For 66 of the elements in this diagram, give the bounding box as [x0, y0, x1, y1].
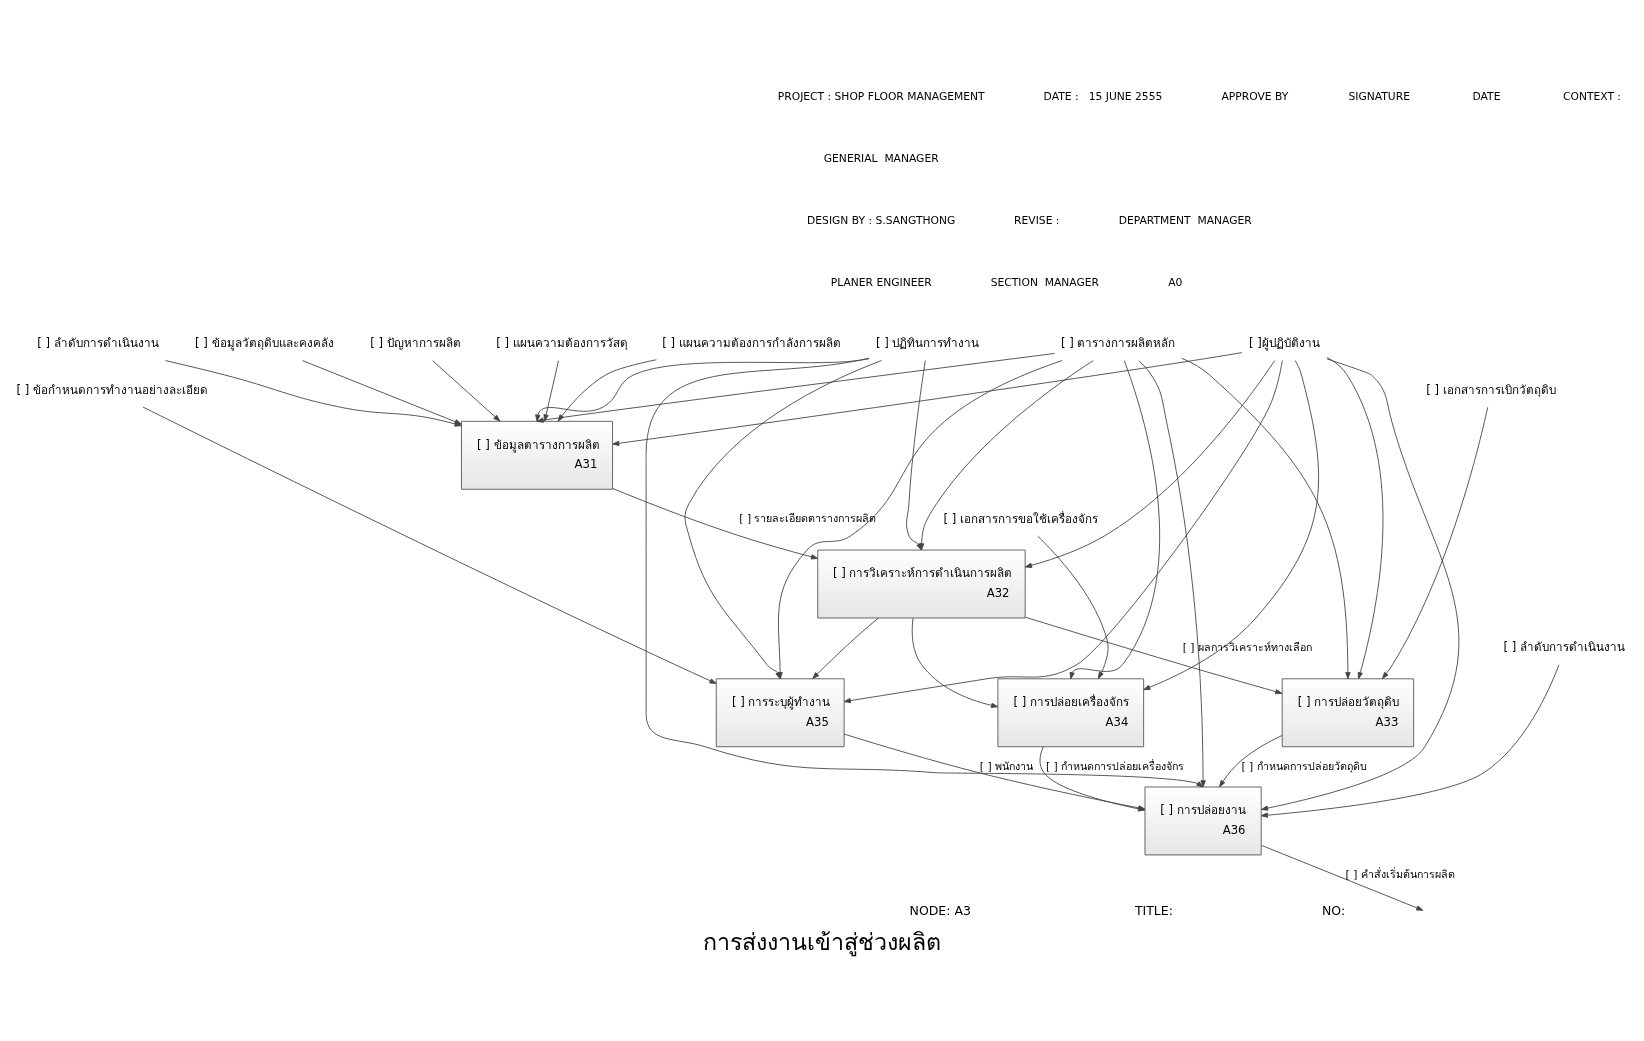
arrow — [1326, 356, 1384, 679]
arrow — [1037, 535, 1109, 679]
node-box: [ ] การระบุผู้ทำงาน A35 — [715, 677, 845, 747]
node-text: [ ] ปฏิทินการทำงาน — [875, 335, 980, 350]
arrow — [535, 357, 870, 422]
node-box: [ ] ข้อมูลตารางการผลิต A31 — [461, 420, 613, 490]
arrow — [1261, 844, 1424, 911]
node-box: [ ] การวิเคราะห์การดำเนินการผลิต A32 — [817, 549, 1026, 618]
node-text: [ ]ผู้ปฏิบัติงาน — [1249, 335, 1320, 350]
node-text: [ ] แผนความต้องการวัสดุ — [496, 335, 628, 350]
arrow — [612, 487, 819, 559]
node-text: [ ] ลำดับการดำเนินงาน — [1503, 639, 1626, 654]
arrow — [1138, 359, 1206, 787]
node-box: [ ] การปล่อยเครื่องจักร A34 — [997, 677, 1145, 747]
node-text: [ ] ข้อมูลวัตถุดิบและคงคลัง — [195, 335, 334, 350]
label: SECTION MANAGER — [990, 275, 1099, 289]
label: DATE : 15 JUNE 2555 — [1043, 89, 1163, 103]
arrow — [1025, 616, 1283, 694]
edge-label: [ ] รายละเอียดตารางการผลิต — [739, 511, 877, 525]
arrow — [432, 359, 501, 422]
arrow — [612, 351, 1243, 446]
label: NO: — [1322, 902, 1346, 918]
arrow — [1069, 359, 1160, 679]
arrow — [1260, 358, 1460, 811]
label: NODE: A3 — [909, 902, 971, 918]
node-text: [ ] ตารางการผลิตหลัก — [1060, 335, 1176, 350]
arrow — [1381, 406, 1489, 679]
node-box: [ ] การปล่อยงาน A36 — [1144, 786, 1262, 855]
label: PLANER ENGINEER — [830, 275, 932, 289]
label: GENERIAL MANAGER — [823, 151, 939, 165]
arrow — [843, 359, 1283, 703]
label: PROJECT : SHOP FLOOR MANAGEMENT — [777, 89, 985, 103]
arrow — [812, 617, 879, 679]
node-box: [ ] การปล่อยวัตถุดิบ A33 — [1281, 677, 1415, 747]
edge-label: [ ] คำสั่งเริ่มต้นการผลิต — [1345, 867, 1455, 881]
label: TITLE: — [1134, 902, 1173, 918]
arrow — [543, 359, 559, 422]
node-text: [ ] เอกสารการขอใช้เครื่องจักร — [943, 511, 1098, 526]
node-text: [ ] เอกสารการเบิกวัตถุดิบ — [1426, 382, 1556, 397]
node-text: [ ] ลำดับการดำเนินงาน — [37, 335, 159, 350]
label: CONTEXT : — [1563, 89, 1621, 103]
label: DESIGN BY : S.SANGTHONG — [807, 213, 956, 227]
arrow — [645, 357, 1204, 787]
label: A0 — [1168, 275, 1183, 289]
arrow — [911, 617, 999, 708]
node-text: [ ] ปัญหาการผลิต — [370, 335, 461, 350]
label: SIGNATURE — [1348, 89, 1410, 103]
arrow — [1143, 359, 1319, 690]
label: APPROVE BY — [1221, 89, 1289, 103]
label: DEPARTMENT MANAGER — [1118, 213, 1252, 227]
edge-label: [ ] กำหนดการปล่อยเครื่องจักร — [1045, 759, 1185, 773]
arrow — [1181, 357, 1351, 679]
node-text: [ ] ข้อกำหนดการทำงานอย่างละเอียด — [16, 382, 209, 397]
arrow — [557, 358, 657, 421]
arrow — [1260, 663, 1560, 818]
edge-label: [ ] พนักงาน — [979, 759, 1033, 773]
arrow — [1024, 359, 1275, 568]
edge-label: [ ] ผลการวิเคราะห์ทางเลือก — [1182, 640, 1312, 654]
label: DATE — [1472, 89, 1501, 103]
arrow — [536, 352, 1056, 423]
arrow — [142, 406, 717, 684]
node-text: [ ] แผนความต้องการกำลังการผลิต — [662, 335, 841, 350]
label: REVISE : — [1014, 213, 1060, 227]
arrow — [1219, 734, 1283, 787]
diagram-title: การส่งงานเข้าสู่ช่วงผลิต — [703, 927, 941, 955]
edge-label: [ ] กำหนดการปล่อยวัตถุดิบ — [1241, 759, 1367, 773]
